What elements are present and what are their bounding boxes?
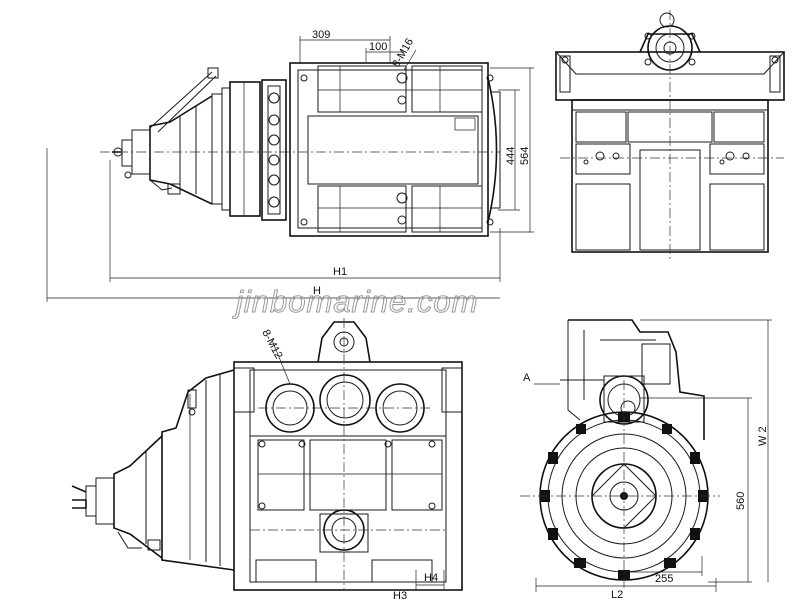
dim-100: 100 — [369, 41, 387, 53]
dim-8-m12: 8-M12 — [259, 328, 284, 361]
dim-309: 309 — [312, 29, 330, 41]
dim-h1: H1 — [333, 266, 347, 278]
dim-560: 560 — [735, 492, 747, 510]
dim-h3: H3 — [393, 590, 407, 600]
dim-255: 255 — [655, 573, 673, 585]
watermark: jinbomarine.com — [232, 284, 478, 319]
dim-l2: L2 — [611, 589, 623, 600]
dim-564: 564 — [519, 147, 531, 165]
dim-8-m16: 8-M16 — [390, 36, 416, 69]
dim-h4: H4 — [424, 572, 438, 584]
dim-444: 444 — [505, 147, 517, 165]
end-view — [555, 10, 785, 262]
top-view: 309 100 8-M16 444 564 H1 H — [46, 29, 534, 302]
side-view: H4 H3 8-M12 — [71, 318, 463, 600]
dim-h: H — [313, 285, 321, 297]
label-a: A — [523, 372, 531, 384]
dim-w2: W 2 — [757, 426, 769, 446]
flange-view: A W 2 — [520, 319, 772, 600]
